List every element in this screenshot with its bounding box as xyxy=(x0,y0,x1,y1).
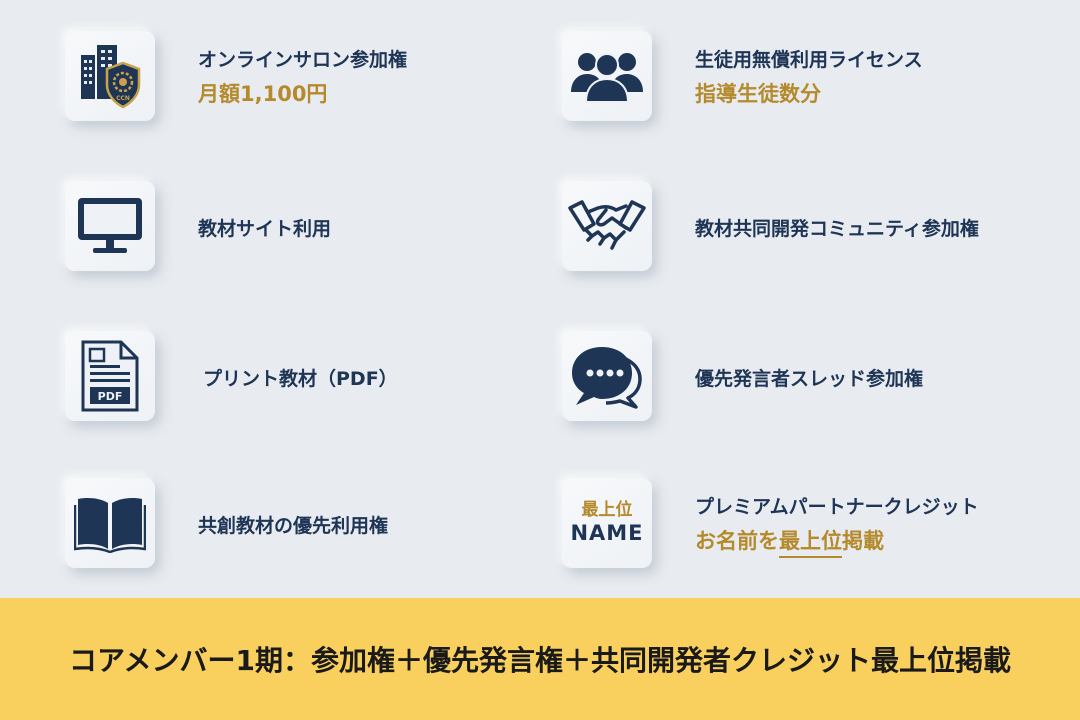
benefit-title: 教材サイト利用 xyxy=(198,218,332,240)
pdf-badge-text: PDF xyxy=(98,390,123,403)
handshake-icon xyxy=(562,181,652,271)
core-member-banner: コアメンバー1期：参加権＋優先発言権＋共同開発者クレジット最上位掲載 xyxy=(0,598,1080,720)
benefit-title: 生徒用無償利用ライセンス xyxy=(695,49,923,71)
benefit-sub: お名前を最上位掲載 xyxy=(695,525,884,558)
benefit-title: プリント教材（PDF） xyxy=(203,368,398,390)
ccn-badge-text: CCN xyxy=(116,95,130,102)
benefit-sub: 指導生徒数分 xyxy=(695,82,821,106)
benefit-title: 教材共同開発コミュニティ参加権 xyxy=(695,218,979,240)
open-book-icon xyxy=(65,478,155,568)
name-badge-top: 最上位 xyxy=(581,500,633,521)
benefit-title: 共創教材の優先利用権 xyxy=(198,515,389,537)
benefit-title: プレミアムパートナークレジット xyxy=(695,496,979,518)
benefit-title: オンラインサロン参加権 xyxy=(198,49,408,71)
name-badge-bottom: NAME xyxy=(570,520,644,545)
benefit-title: 優先発言者スレッド参加権 xyxy=(695,368,924,390)
banner-text: コアメンバー1期：参加権＋優先発言権＋共同開発者クレジット最上位掲載 xyxy=(68,644,1012,677)
name-badge: 最上位 NAME xyxy=(562,478,652,568)
sub-suffix: 掲載 xyxy=(842,529,884,553)
speech-bubbles-icon xyxy=(562,331,652,421)
users-group-icon xyxy=(562,31,652,121)
sub-prefix: お名前を xyxy=(695,529,779,553)
sub-underlined: 最上位 xyxy=(779,529,842,558)
benefit-sub: 月額1,100円 xyxy=(198,82,328,106)
monitor-icon xyxy=(65,181,155,271)
pdf-document-icon: PDF xyxy=(65,331,155,421)
building-shield-icon: CCN xyxy=(65,31,155,121)
